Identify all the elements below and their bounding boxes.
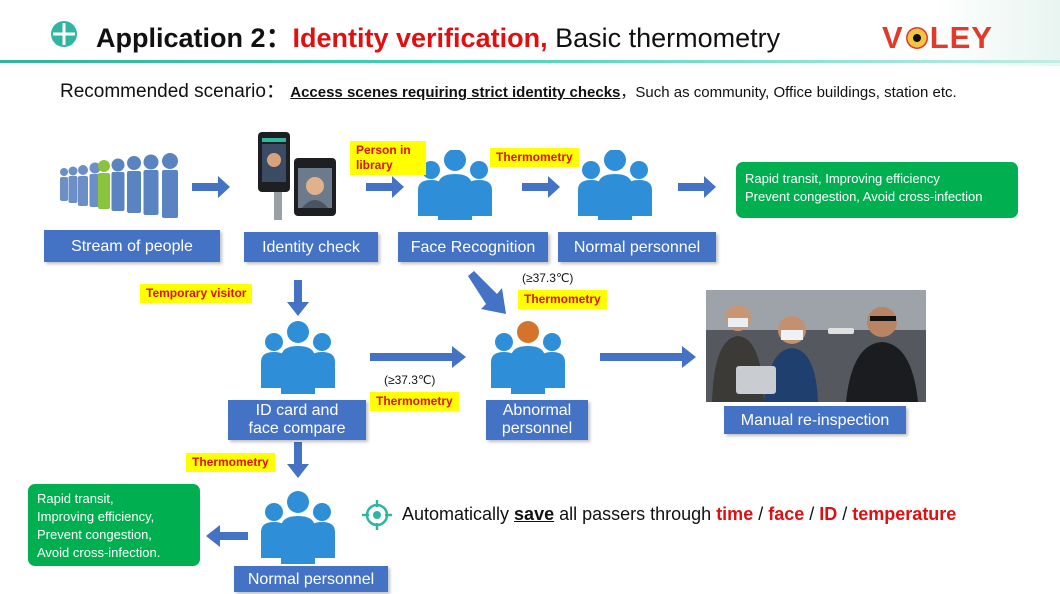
arrow-icon	[366, 176, 404, 198]
person-in-library-line1: Person in	[356, 143, 411, 157]
identity-terminal-icon	[258, 132, 336, 220]
arrow-icon	[370, 346, 466, 368]
thermometry-label-bottom: Thermometry	[186, 453, 275, 472]
thermometry-label-top: Thermometry	[490, 148, 579, 167]
save-time: time	[716, 504, 754, 524]
target-icon	[362, 500, 392, 530]
logo-letters: LEY	[929, 20, 993, 55]
title-highlight: Identity verification,	[292, 23, 548, 53]
manual-inspection-photo	[706, 290, 926, 402]
arrow-icon	[522, 176, 560, 198]
abnormal-line1: Abnormal	[502, 402, 572, 419]
identity-check-box: Identity check	[244, 232, 378, 262]
temporary-visitor-label: Temporary visitor	[140, 284, 253, 303]
inspection-scene-image	[706, 290, 926, 402]
title-app: Application 2	[96, 23, 266, 53]
logo-eye-icon	[905, 27, 928, 49]
temporary-visitor-text: Temporary visitor	[146, 286, 247, 300]
brand-logo: V LEY	[882, 20, 1008, 56]
arrow-icon	[287, 442, 309, 478]
normal-personnel-bottom-box: Normal personnel	[234, 566, 388, 592]
thermometry-text: Thermometry	[192, 455, 269, 469]
id-card-line1: ID card and	[255, 402, 339, 419]
arrow-icon	[287, 280, 309, 316]
id-card-face-compare-box: ID card and face compare	[228, 400, 366, 440]
normal-personnel-top-box: Normal personnel	[558, 232, 716, 262]
identity-check-label: Identity check	[262, 238, 360, 256]
temp-threshold-middle: (≥37.3℃)	[384, 373, 436, 387]
thermometry-text: Thermometry	[376, 394, 453, 408]
scenario-label: Recommended scenario：	[60, 81, 285, 102]
thermometry-text: Thermometry	[496, 150, 573, 164]
arrow-icon	[192, 176, 230, 198]
thermometry-label-middle: Thermometry	[518, 290, 607, 309]
save-mid: all passers through	[554, 504, 717, 524]
crosshair-logo-icon	[51, 21, 77, 47]
arrow-icon	[468, 271, 506, 314]
normal-personnel-bottom-label: Normal personnel	[247, 570, 375, 588]
scenario-line: Recommended scenario： Access scenes requ…	[60, 76, 957, 103]
people-queue-icon	[60, 153, 178, 218]
save-face: face	[768, 504, 805, 524]
benefits-box-top: Rapid transit, Improving efficiency Prev…	[736, 162, 1018, 218]
save-sep: /	[753, 504, 769, 524]
save-sep: /	[837, 504, 853, 524]
face-recognition-box: Face Recognition	[398, 232, 548, 262]
scenario-rest: ，Such as community, Office buildings, st…	[620, 84, 957, 101]
temp-threshold-top: (≥37.3℃)	[522, 271, 574, 285]
abnormal-person-group-icon	[491, 321, 565, 394]
thermometry-text: Thermometry	[524, 292, 601, 306]
face-recognition-label: Face Recognition	[410, 238, 536, 256]
save-id: ID	[819, 504, 838, 524]
header	[0, 0, 1060, 66]
benefits-bottom-line4: Avoid cross-infection.	[37, 545, 161, 560]
person-group-icon	[261, 491, 335, 564]
benefits-top-line2: Prevent congestion, Avoid cross-infectio…	[745, 189, 983, 204]
save-sep: /	[804, 504, 820, 524]
auto-save-statement: Automatically save all passers through t…	[402, 504, 956, 525]
title-separator: ：	[265, 23, 293, 53]
benefits-top-line1: Rapid transit, Improving efficiency	[745, 171, 940, 186]
person-in-library-line2: library	[356, 158, 393, 172]
manual-reinspection-box: Manual re-inspection	[724, 406, 906, 434]
abnormal-line2: personnel	[501, 420, 573, 437]
save-keyword: save	[514, 504, 555, 524]
stream-of-people-label: Stream of people	[71, 237, 193, 255]
manual-reinspection-label: Manual re-inspection	[740, 411, 890, 429]
header-divider	[0, 60, 1060, 63]
thermometry-label-lower: Thermometry	[370, 392, 459, 411]
title-rest: Basic thermometry	[547, 23, 781, 53]
arrow-icon	[206, 525, 248, 547]
logo-letter-v: V	[882, 20, 904, 55]
person-in-library-label: Person in library	[350, 141, 426, 175]
page-title: Application 2：Identity verification, Bas…	[96, 16, 780, 55]
scenario-bold: Access scenes requiring strict identity …	[290, 84, 621, 101]
id-card-line2: face compare	[248, 420, 346, 437]
arrow-icon	[600, 346, 696, 368]
benefits-bottom-line1: Rapid transit,	[37, 491, 114, 506]
stream-of-people-box: Stream of people	[44, 230, 220, 262]
save-pre: Automatically	[402, 504, 515, 524]
benefits-box-bottom: Rapid transit, Improving efficiency, Pre…	[28, 484, 200, 566]
person-group-icon	[261, 321, 335, 394]
benefits-bottom-line3: Prevent congestion,	[37, 527, 152, 542]
normal-personnel-top-label: Normal personnel	[573, 238, 701, 256]
save-temperature: temperature	[852, 504, 957, 524]
benefits-bottom-line2: Improving efficiency,	[37, 509, 155, 524]
arrow-icon	[678, 176, 716, 198]
abnormal-personnel-box: Abnormal personnel	[486, 400, 588, 440]
